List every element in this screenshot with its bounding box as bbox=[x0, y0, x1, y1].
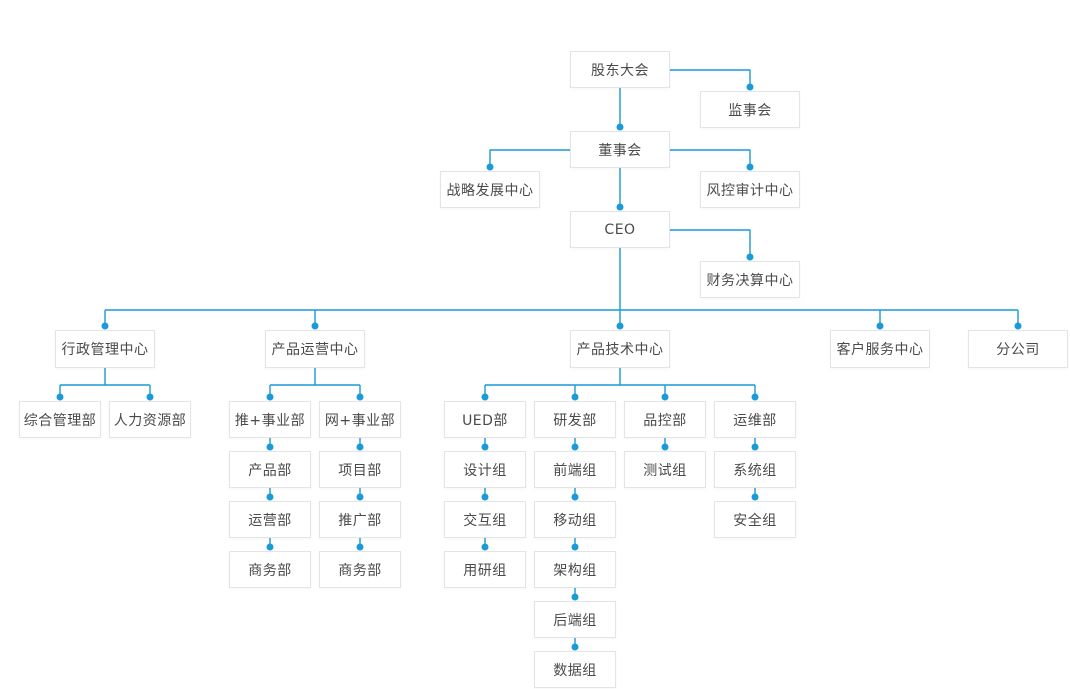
org-node-frontend-team[interactable]: 前端组 bbox=[534, 451, 616, 488]
org-node-project-dept[interactable]: 项目部 bbox=[319, 451, 401, 488]
connector-dot bbox=[481, 493, 489, 501]
connector-dot bbox=[746, 253, 754, 261]
org-node-user-research-team[interactable]: 用研组 bbox=[444, 551, 526, 588]
org-node-tui-business-unit[interactable]: 推+事业部 bbox=[229, 401, 311, 438]
connector-dot bbox=[481, 543, 489, 551]
connector-dot bbox=[746, 163, 754, 171]
org-node-product-dept[interactable]: 产品部 bbox=[229, 451, 311, 488]
org-node-security-team[interactable]: 安全组 bbox=[714, 501, 796, 538]
connector-dot bbox=[266, 543, 274, 551]
org-node-om-dept[interactable]: 运维部 bbox=[714, 401, 796, 438]
connector-dot bbox=[56, 393, 64, 401]
org-node-data-team[interactable]: 数据组 bbox=[534, 651, 616, 688]
org-node-promotion-dept[interactable]: 推广部 bbox=[319, 501, 401, 538]
connector-dot bbox=[746, 83, 754, 91]
connector-dot bbox=[356, 393, 364, 401]
connector-dot bbox=[1014, 322, 1022, 330]
org-node-strategy-center[interactable]: 战略发展中心 bbox=[440, 171, 540, 208]
connector-dot bbox=[356, 493, 364, 501]
org-node-design-team[interactable]: 设计组 bbox=[444, 451, 526, 488]
connector-dot bbox=[101, 322, 109, 330]
org-node-general-admin-dept[interactable]: 综合管理部 bbox=[19, 401, 101, 438]
edge-ceo-to-finance bbox=[670, 229, 751, 258]
org-node-backend-team[interactable]: 后端组 bbox=[534, 601, 616, 638]
connector-dot bbox=[876, 322, 884, 330]
org-node-shareholders-meeting[interactable]: 股东大会 bbox=[570, 51, 670, 88]
connector-dot bbox=[356, 443, 364, 451]
org-node-hr-dept[interactable]: 人力资源部 bbox=[109, 401, 191, 438]
org-node-wang-business-unit[interactable]: 网+事业部 bbox=[319, 401, 401, 438]
org-node-operations-dept[interactable]: 运营部 bbox=[229, 501, 311, 538]
split-product-tech-children bbox=[484, 368, 756, 398]
connector-dot bbox=[571, 393, 579, 401]
org-node-supervisory-board[interactable]: 监事会 bbox=[700, 91, 800, 128]
connector-dot bbox=[571, 443, 579, 451]
org-node-qc-dept[interactable]: 品控部 bbox=[624, 401, 706, 438]
connector-dot bbox=[266, 393, 274, 401]
connector-dot bbox=[481, 443, 489, 451]
connector-dot bbox=[266, 493, 274, 501]
edge-shareholders-to-supervisory bbox=[670, 69, 751, 88]
connector-dot bbox=[266, 443, 274, 451]
org-node-risk-audit-center[interactable]: 风控审计中心 bbox=[700, 171, 800, 208]
org-node-finance-center[interactable]: 财务决算中心 bbox=[700, 261, 800, 298]
connector-dot bbox=[486, 163, 494, 171]
org-node-rnd-dept[interactable]: 研发部 bbox=[534, 401, 616, 438]
connector-dot bbox=[616, 203, 624, 211]
split-admin-children bbox=[59, 368, 151, 398]
split-product-ops-children bbox=[269, 368, 361, 398]
connector-dot bbox=[146, 393, 154, 401]
connector-dot bbox=[751, 493, 759, 501]
org-node-architecture-team[interactable]: 架构组 bbox=[534, 551, 616, 588]
connector-dot bbox=[751, 393, 759, 401]
connector-dot bbox=[571, 543, 579, 551]
org-node-business-dept-tui[interactable]: 商务部 bbox=[229, 551, 311, 588]
org-node-system-team[interactable]: 系统组 bbox=[714, 451, 796, 488]
org-node-interaction-team[interactable]: 交互组 bbox=[444, 501, 526, 538]
connector-dot bbox=[751, 443, 759, 451]
org-node-product-ops-center[interactable]: 产品运营中心 bbox=[265, 330, 365, 368]
connector-dot bbox=[616, 322, 624, 330]
org-node-business-dept-wang[interactable]: 商务部 bbox=[319, 551, 401, 588]
org-node-ued-dept[interactable]: UED部 bbox=[444, 401, 526, 438]
org-node-ceo[interactable]: CEO bbox=[570, 211, 670, 248]
edge-board-to-risk bbox=[670, 149, 751, 168]
connector-dot bbox=[356, 543, 364, 551]
connector-dot bbox=[661, 443, 669, 451]
org-node-mobile-team[interactable]: 移动组 bbox=[534, 501, 616, 538]
org-node-admin-center[interactable]: 行政管理中心 bbox=[55, 330, 155, 368]
connector-dot bbox=[571, 593, 579, 601]
connector-dot bbox=[571, 493, 579, 501]
org-node-branch-company[interactable]: 分公司 bbox=[968, 330, 1068, 368]
connector-dot bbox=[661, 393, 669, 401]
edge-board-to-strategy bbox=[489, 149, 570, 168]
org-node-testing-team[interactable]: 测试组 bbox=[624, 451, 706, 488]
org-node-board-of-directors[interactable]: 董事会 bbox=[570, 131, 670, 168]
org-node-customer-service-center[interactable]: 客户服务中心 bbox=[830, 330, 930, 368]
connector-dot bbox=[571, 643, 579, 651]
org-node-product-tech-center[interactable]: 产品技术中心 bbox=[570, 330, 670, 368]
connector-dot bbox=[616, 123, 624, 131]
connector-dot bbox=[481, 393, 489, 401]
connector-dot bbox=[311, 322, 319, 330]
